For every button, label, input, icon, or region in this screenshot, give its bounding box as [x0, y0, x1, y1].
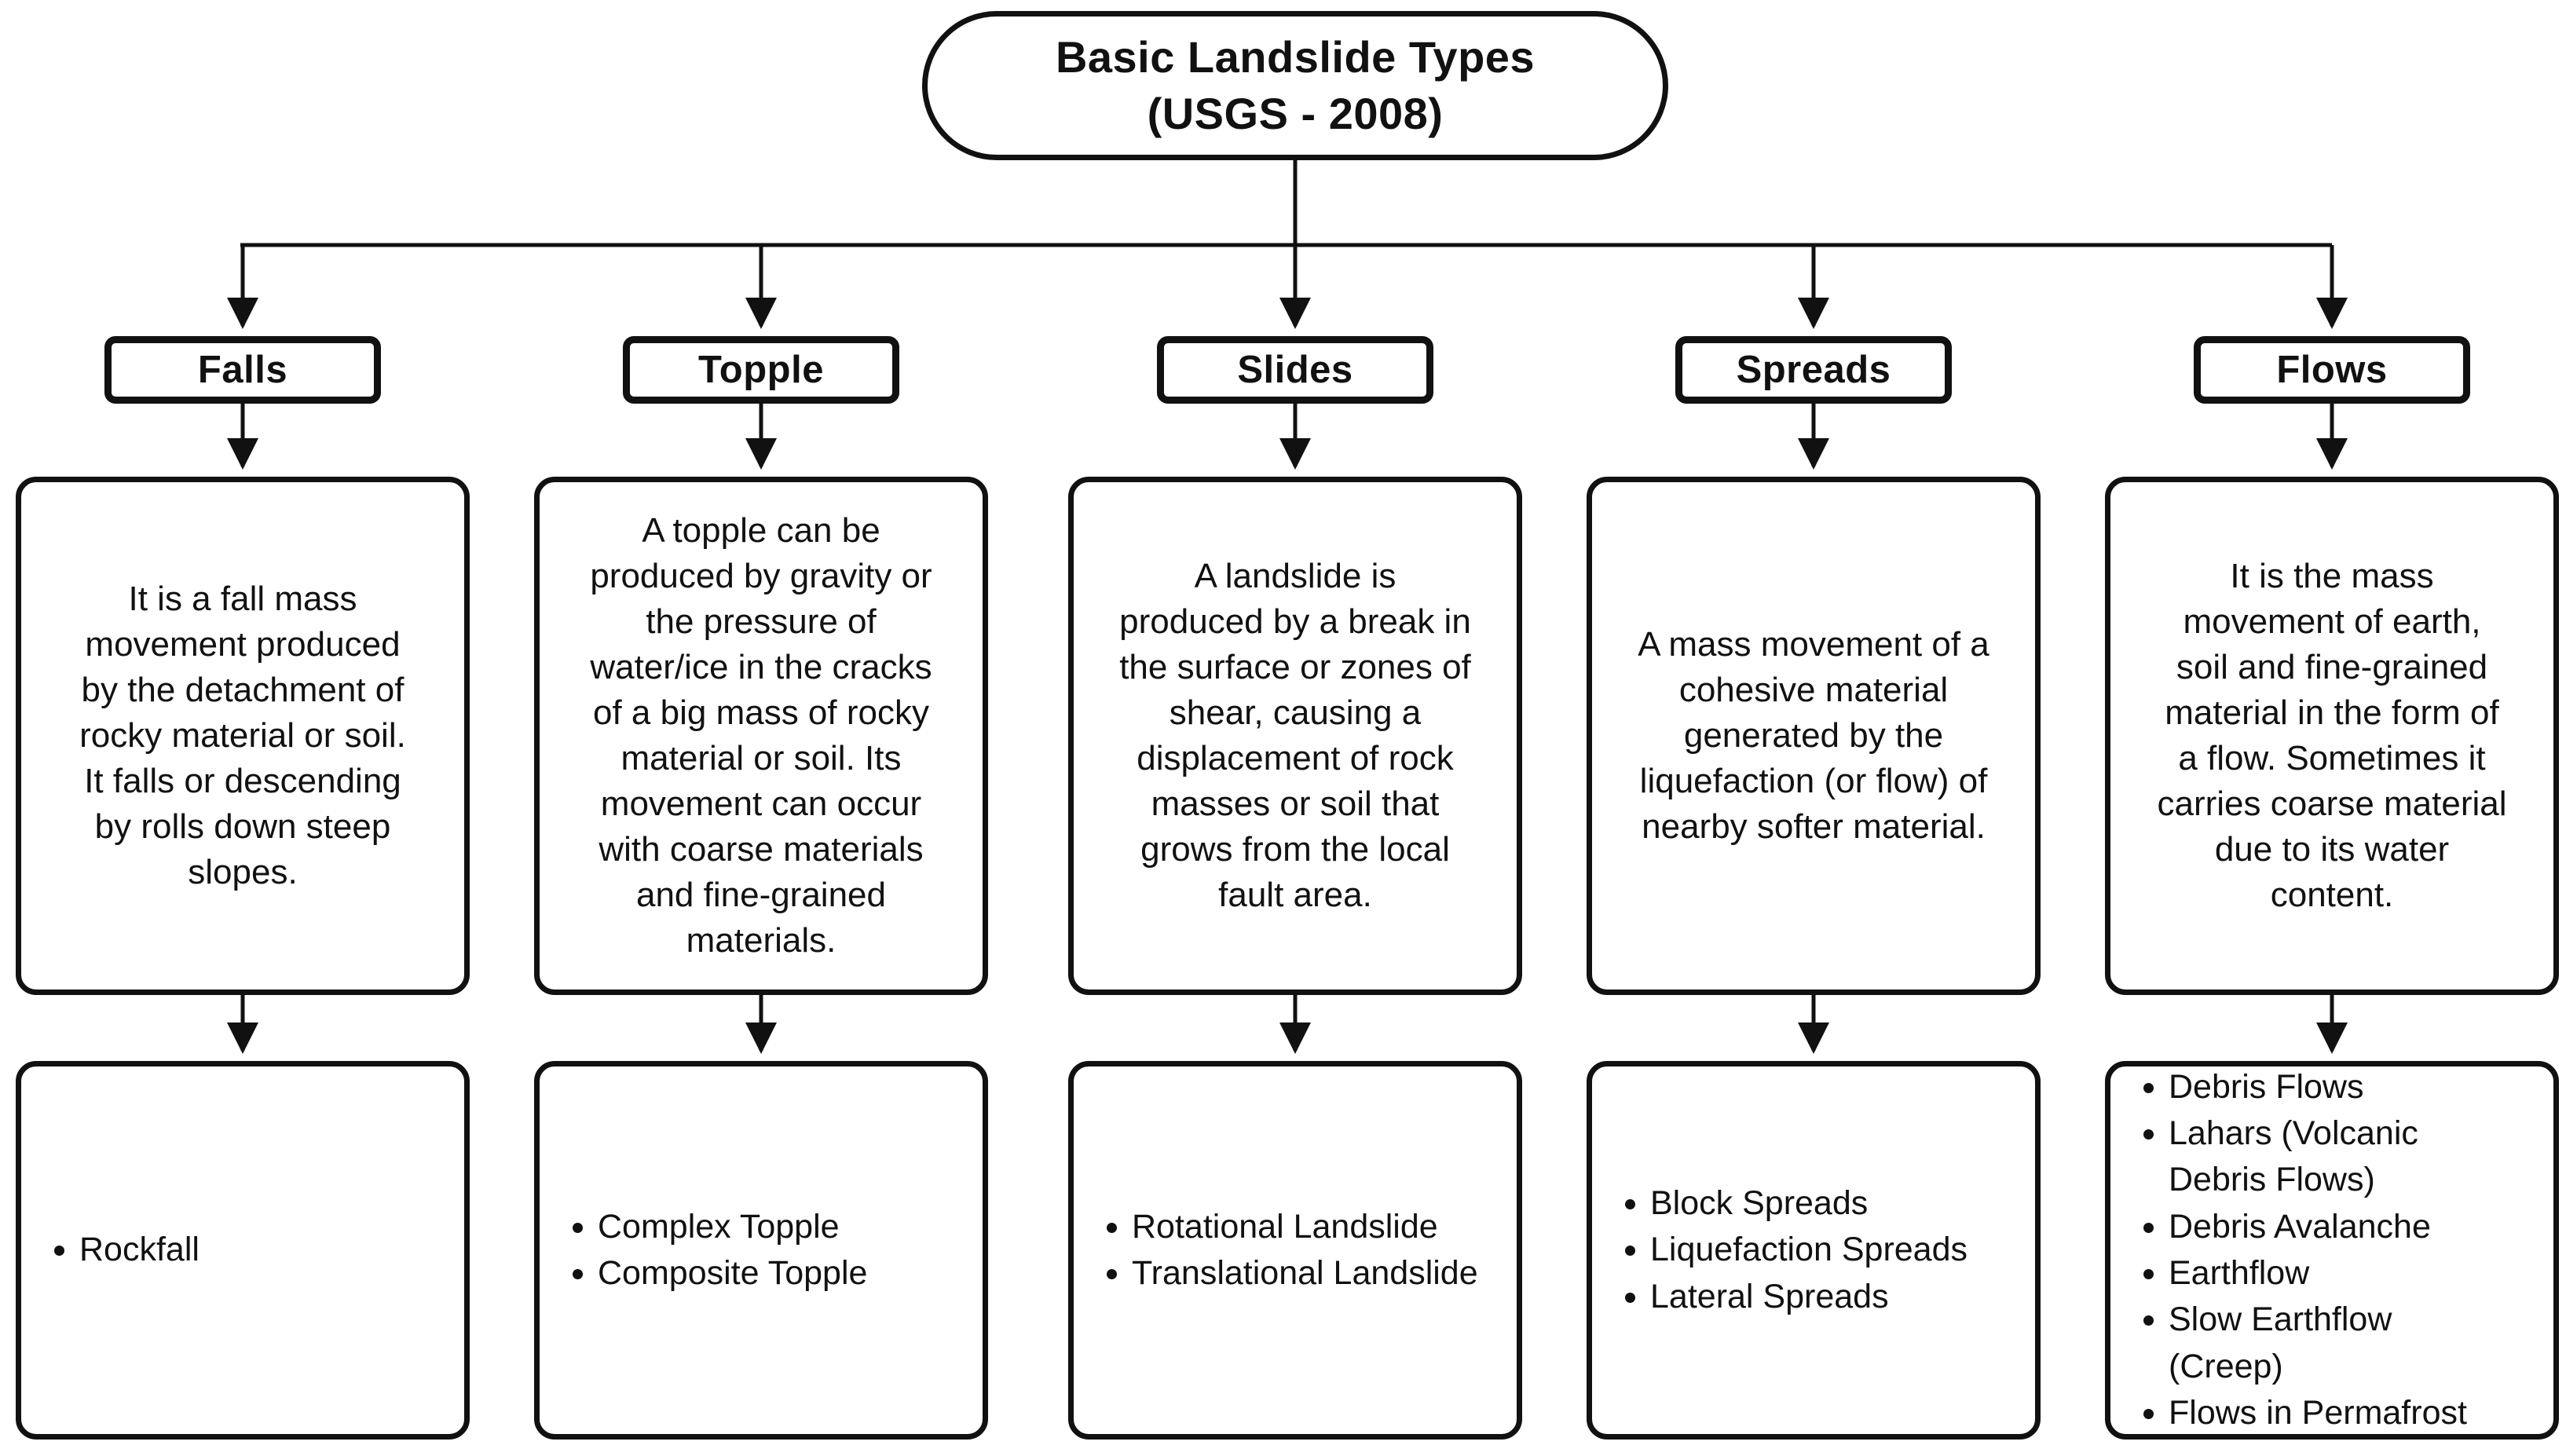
type-item: Rockfall	[79, 1227, 199, 1273]
types-list: Rockfall	[29, 1227, 199, 1273]
header-label: Falls	[197, 349, 288, 391]
type-item: Slow Earthflow (Creep)	[2169, 1297, 2467, 1390]
types-box-topple: Complex Topple Composite Topple	[534, 1061, 988, 1440]
description-text: It is the mass movement of earth, soil a…	[2157, 556, 2507, 915]
description-box-topple: A topple can be produced by gravity or t…	[534, 477, 988, 995]
type-item: Rotational Landslide	[1132, 1204, 1478, 1250]
header-label: Slides	[1237, 349, 1353, 391]
type-item: Lateral Spreads	[1650, 1274, 1968, 1320]
description-box-falls: It is a fall mass movement produced by t…	[16, 477, 470, 995]
description-text: It is a fall mass movement produced by t…	[79, 579, 406, 892]
diagram-title: Basic Landslide Types (USGS - 2008)	[1055, 32, 1536, 138]
description-text: A mass movement of a cohesive material g…	[1638, 624, 1989, 847]
description-box-slides: A landslide is produced by a break in th…	[1068, 477, 1522, 995]
description-box-spreads: A mass movement of a cohesive material g…	[1587, 477, 2041, 995]
header-label: Flows	[2276, 349, 2388, 391]
types-box-slides: Rotational Landslide Translational Lands…	[1068, 1061, 1522, 1440]
type-item: Liquefaction Spreads	[1650, 1227, 1968, 1273]
types-list: Rotational Landslide Translational Lands…	[1082, 1204, 1478, 1297]
header-label: Topple	[698, 349, 824, 391]
description-box-flows: It is the mass movement of earth, soil a…	[2105, 477, 2559, 995]
type-item: Debris Avalanche	[2169, 1204, 2467, 1250]
types-box-spreads: Block Spreads Liquefaction Spreads Later…	[1587, 1061, 2041, 1440]
types-box-falls: Rockfall	[16, 1061, 470, 1440]
header-box-spreads: Spreads	[1675, 336, 1952, 404]
types-box-flows: Debris Flows Lahars (Volcanic Debris Flo…	[2105, 1061, 2559, 1440]
header-box-slides: Slides	[1157, 336, 1433, 404]
type-item: Debris Flows	[2169, 1064, 2467, 1110]
types-list: Debris Flows Lahars (Volcanic Debris Flo…	[2118, 1064, 2467, 1437]
type-item: Flows in Permafrost	[2169, 1390, 2467, 1436]
header-box-topple: Topple	[623, 336, 899, 404]
type-item: Earthflow	[2169, 1250, 2467, 1297]
description-text: A landslide is produced by a break in th…	[1119, 556, 1471, 915]
types-list: Block Spreads Liquefaction Spreads Later…	[1600, 1180, 1968, 1320]
description-text: A topple can be produced by gravity or t…	[590, 510, 932, 960]
root-node-basic-landslide-types: Basic Landslide Types (USGS - 2008)	[922, 11, 1668, 160]
header-box-falls: Falls	[104, 336, 381, 404]
types-list: Complex Topple Composite Topple	[547, 1204, 867, 1297]
type-item: Translational Landslide	[1132, 1250, 1478, 1297]
type-item: Composite Topple	[598, 1250, 867, 1297]
type-item: Block Spreads	[1650, 1180, 1968, 1227]
header-label: Spreads	[1736, 349, 1891, 391]
type-item: Complex Topple	[598, 1204, 867, 1250]
header-box-flows: Flows	[2194, 336, 2470, 404]
type-item: Lahars (Volcanic Debris Flows)	[2169, 1110, 2467, 1204]
